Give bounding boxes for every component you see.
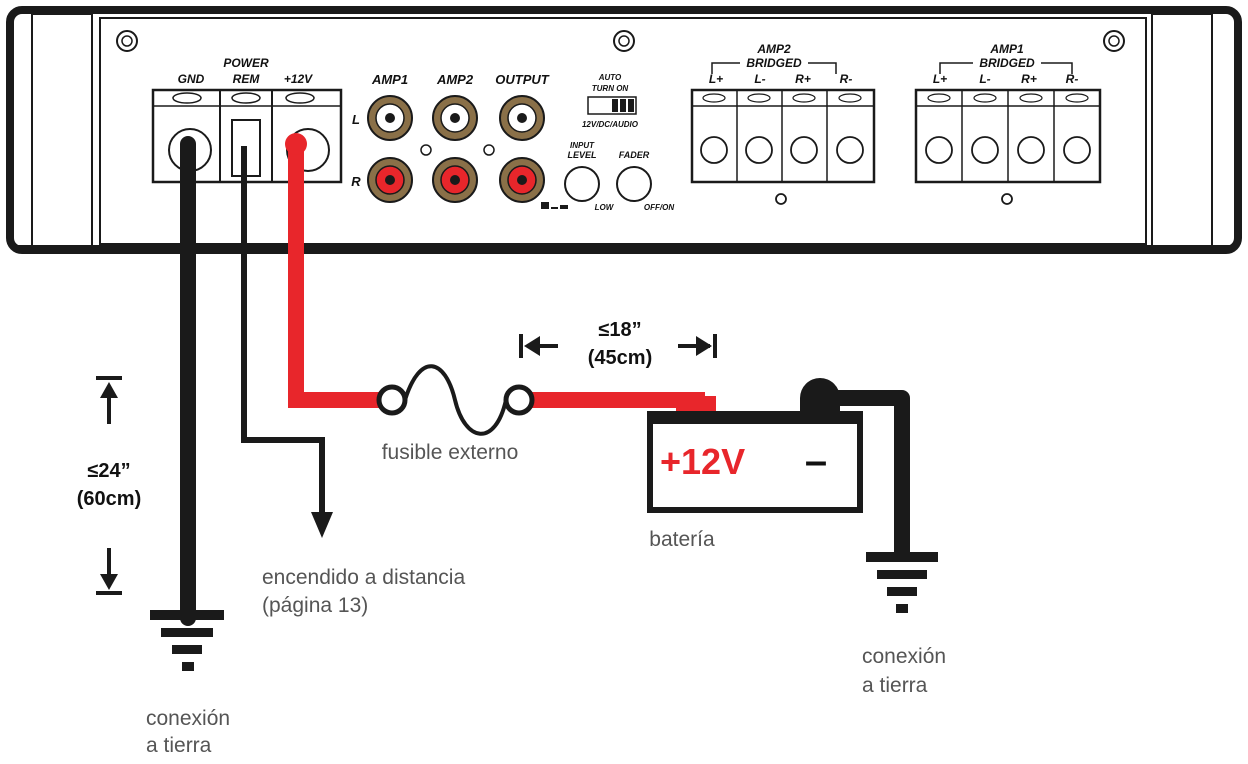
battery <box>647 378 863 513</box>
amp2-terminal-label-3: R+ <box>795 72 811 86</box>
power-label: POWER <box>223 56 269 70</box>
battery-label: batería <box>649 528 715 551</box>
amp2-terminal-label-4: R- <box>840 72 853 86</box>
amp1-bridged-label: BRIDGED <box>979 56 1035 70</box>
amp2-bridged-bracket <box>711 62 837 74</box>
fuse-label: fusible externo <box>382 441 519 464</box>
amp1-terminal-label-1: L+ <box>933 72 947 86</box>
mounting-screw-left <box>116 30 138 52</box>
rca-jack-output-right[interactable] <box>499 157 545 203</box>
power-wire <box>285 133 705 408</box>
amp1-terminal-label-3: R+ <box>1021 72 1037 86</box>
external-fuse-icon <box>376 364 535 436</box>
switch-mode-label: 12V/DC/AUDIO <box>582 120 639 129</box>
fader-knob[interactable] <box>616 166 652 202</box>
ground-left-label-line2: a tierra <box>146 734 212 757</box>
rca-jack-amp2-right[interactable] <box>432 157 478 203</box>
remote-label-line1: encendido a distancia <box>262 566 465 589</box>
amp2-speaker-title: AMP2 <box>756 42 791 56</box>
amp1-speaker-title: AMP1 <box>989 42 1024 56</box>
low-label: LOW <box>595 203 615 212</box>
rca-jacks <box>367 95 545 203</box>
amp2-bridged-label: BRIDGED <box>746 56 802 70</box>
rem-label: REM <box>233 72 261 86</box>
amp1-speaker-terminal-block <box>914 88 1102 184</box>
mounting-screw-center <box>613 30 635 52</box>
input-level-scale-icon <box>541 202 568 209</box>
rca-jack-output-left[interactable] <box>499 95 545 141</box>
turn-on-label: TURN ON <box>592 84 629 93</box>
battery-ground-wire <box>820 390 910 558</box>
input-label: INPUT <box>570 141 595 150</box>
remote-wire <box>241 146 333 538</box>
rca-amp2-label: AMP2 <box>436 72 474 87</box>
ground-left-label-line1: conexión <box>146 707 230 730</box>
plus12v-terminal-label: +12V <box>284 72 313 86</box>
amp1-terminal-label-2: L- <box>979 72 990 86</box>
ground-symbol-left-icon <box>150 610 224 671</box>
distance-18-label: ≤18” <box>598 319 641 341</box>
remote-label-line2: (página 13) <box>262 594 368 617</box>
battery-negative-label: – <box>805 439 827 483</box>
amp1-terminal-label-4: R- <box>1066 72 1079 86</box>
amp2-led-icon <box>775 193 787 205</box>
distance-24-label: ≤24” <box>87 460 130 482</box>
rca-output-label: OUTPUT <box>495 72 550 87</box>
auto-turn-on-switch[interactable] <box>587 96 637 115</box>
distance-45cm-label: (45cm) <box>588 347 652 369</box>
ground-symbol-right-icon <box>866 552 938 613</box>
input-level-knob[interactable] <box>564 166 600 202</box>
mounting-screw-right <box>1103 30 1125 52</box>
distance-24-arrows-icon <box>96 376 122 595</box>
off-on-label: OFF/ON <box>644 203 674 212</box>
fader-label: FADER <box>619 150 650 160</box>
battery-positive-label: +12V <box>660 441 745 482</box>
ground-right-label-line1: conexión <box>862 645 946 668</box>
rca-amp1-label: AMP1 <box>371 72 408 87</box>
amp2-terminal-label-1: L+ <box>709 72 723 86</box>
rca-r-label: R <box>351 174 361 189</box>
amp1-bridged-bracket <box>939 62 1073 74</box>
amp2-terminal-label-2: L- <box>754 72 765 86</box>
rca-jack-amp1-left[interactable] <box>367 95 413 141</box>
auto-label: AUTO <box>598 73 622 82</box>
amp1-led-icon <box>1001 193 1013 205</box>
gnd-label: GND <box>178 72 205 86</box>
amplifier-panel <box>6 6 1242 254</box>
level-label: LEVEL <box>567 150 596 160</box>
distance-60cm-label: (60cm) <box>77 488 141 510</box>
rca-jack-amp2-left[interactable] <box>432 95 478 141</box>
rca-l-label: L <box>352 112 360 127</box>
rca-jack-amp1-right[interactable] <box>367 157 413 203</box>
ground-right-label-line2: a tierra <box>862 674 928 697</box>
amp2-speaker-terminal-block <box>690 88 876 184</box>
distance-18-arrows-icon <box>519 334 717 358</box>
